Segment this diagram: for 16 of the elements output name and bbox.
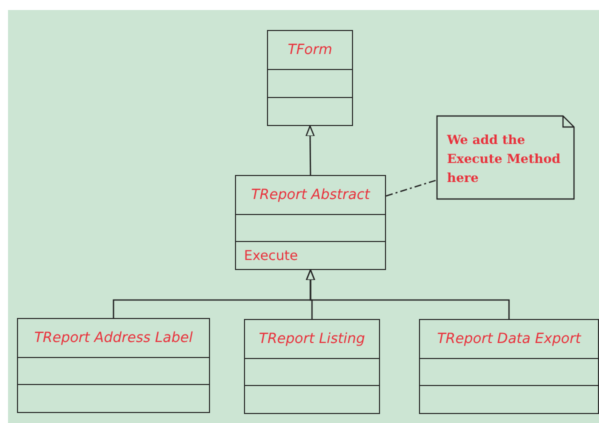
note-text: We add the Execute Method here: [447, 131, 562, 187]
class-box: [244, 319, 380, 414]
class-box: [419, 319, 599, 414]
class-name: TForm: [288, 42, 332, 58]
class-name: TReport Address Label: [34, 330, 193, 346]
inheritance-arrow: [306, 269, 510, 319]
class-name: TReport Abstract: [251, 186, 370, 203]
class-box: [235, 175, 386, 270]
note-connector: [386, 179, 438, 197]
class-box: [17, 318, 210, 413]
method-name: Execute: [244, 248, 298, 264]
class-name: TReport Listing: [258, 330, 366, 347]
note: [437, 116, 574, 199]
inheritance-arrow: [306, 125, 315, 175]
class-box: [267, 30, 353, 126]
class-name: TReport Data Export: [437, 330, 581, 347]
